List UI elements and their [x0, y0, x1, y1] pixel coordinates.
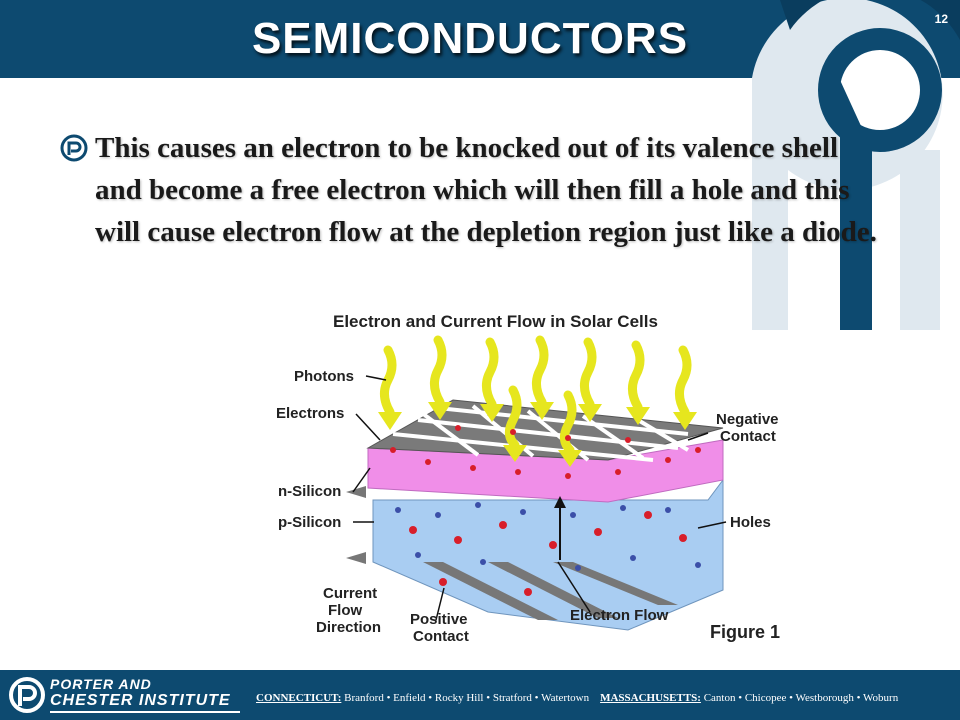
slide-title: SEMICONDUCTORS [251, 14, 689, 63]
brand-underline [50, 711, 240, 713]
label-p-silicon: p-Silicon [278, 514, 341, 531]
current-arrow-top [346, 486, 366, 498]
cities-connecticut: Branford • Enfield • Rocky Hill • Stratf… [344, 692, 590, 704]
brand-name: PORTER AND CHESTER INSTITUTE [50, 676, 231, 710]
label-current-1: Current [323, 585, 377, 602]
page-number: 12 [934, 12, 948, 26]
label-electron-flow: Electron Flow [570, 607, 669, 624]
p-silicon-layer [372, 478, 724, 631]
current-arrow-bottom [346, 552, 366, 564]
label-positive-1: Positive [410, 611, 468, 628]
cities-massachusetts: Canton • Chicopee • Westborough • Woburn [703, 692, 899, 704]
label-photons: Photons [294, 368, 354, 385]
photon-heads [378, 402, 697, 467]
logo-watermark [752, 0, 960, 330]
brand-line-2: CHESTER INSTITUTE [50, 692, 231, 709]
label-current-2: Flow [328, 602, 362, 619]
photon-arrows [380, 335, 692, 455]
figure-title: Electron and Current Flow in Solar Cells [333, 312, 658, 331]
state-massachusetts: MASSACHUSETTS: [600, 692, 701, 704]
state-connecticut: CONNECTICUT: [256, 692, 342, 704]
label-holes: Holes [730, 514, 771, 531]
label-leaders [352, 375, 727, 621]
label-negative-2: Contact [720, 428, 776, 445]
label-current-3: Direction [316, 619, 381, 636]
footer-logo-icon [9, 677, 45, 713]
bullet-text: This causes an electron to be knocked ou… [95, 132, 877, 248]
label-negative-1: Negative [716, 411, 779, 428]
label-electrons: Electrons [276, 405, 344, 422]
brand-line-1: PORTER AND [50, 676, 152, 692]
contact-grid [392, 404, 690, 462]
label-figure-number: Figure 1 [710, 622, 780, 642]
campus-locations: CONNECTICUT: Branford • Enfield • Rocky … [256, 692, 898, 704]
electron-dots [390, 425, 701, 596]
hole-dots [395, 502, 701, 571]
label-n-silicon: n-Silicon [278, 483, 341, 500]
bullet-logo-icon [60, 134, 88, 162]
solar-cell-figure: Electron and Current Flow in Solar Cells [276, 312, 780, 645]
label-positive-2: Contact [413, 628, 469, 645]
